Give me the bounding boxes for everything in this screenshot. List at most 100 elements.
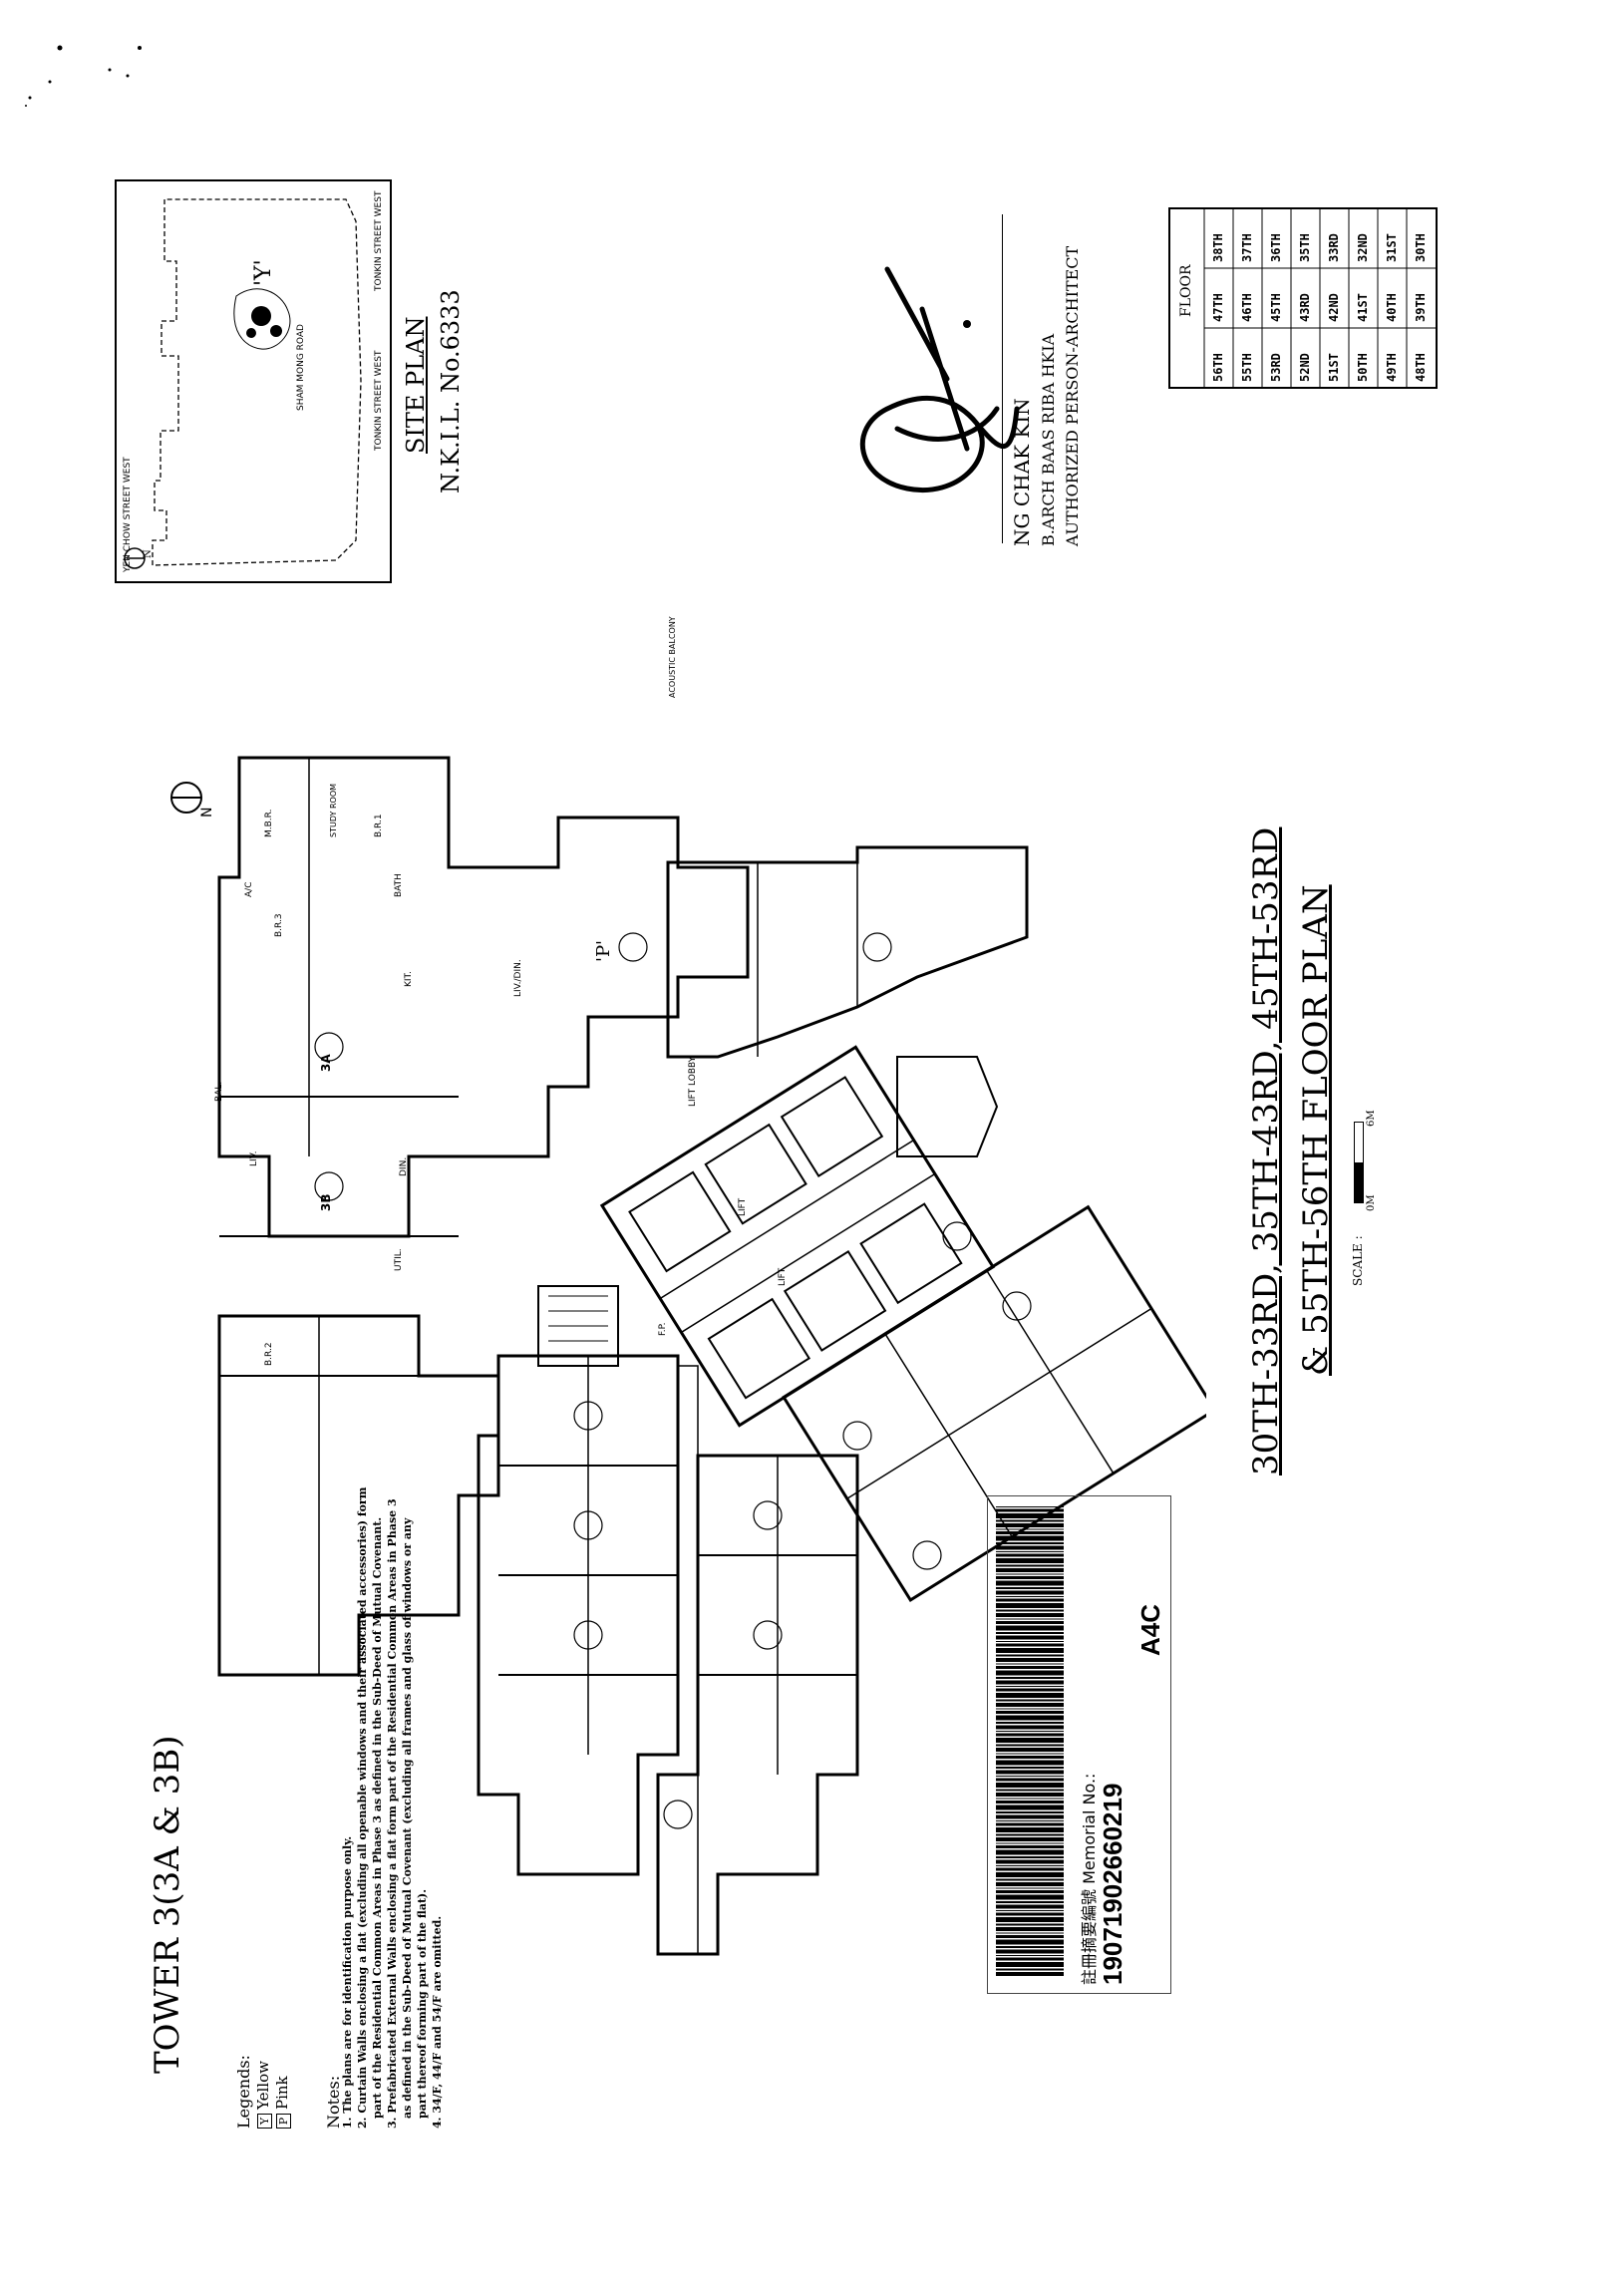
floor-cell: 30TH — [1414, 233, 1428, 262]
barcode-bar — [996, 1867, 1064, 1871]
barcode-bar — [996, 1865, 1064, 1866]
barcode-bar — [996, 1744, 1064, 1747]
barcode-bar — [996, 1793, 1064, 1797]
floor-cell: 41ST — [1356, 293, 1370, 322]
barcode-bar — [996, 1666, 1064, 1669]
note-line-1: 1. The plans are for identification purp… — [341, 1835, 354, 2129]
barcode-bar — [996, 1738, 1064, 1743]
floor-cell: 51ST — [1327, 353, 1341, 382]
scale-start: 0M — [1366, 1194, 1377, 1211]
legends-title: Legends: — [234, 2055, 253, 2129]
memorial-barcode-box: 註冊摘要編號 Memorial No.: 19071902660219 A4C — [987, 1495, 1171, 1994]
flat-p-marker: 'P' — [593, 939, 614, 962]
barcode-bar — [996, 1760, 1064, 1766]
barcode-bar — [996, 1901, 1064, 1903]
barcode-bar — [996, 1621, 1064, 1624]
architect-signature — [859, 266, 1020, 492]
floor-plan-drawing — [170, 756, 1206, 1956]
barcode-bar — [996, 1814, 1064, 1819]
barcode-bar — [996, 1822, 1064, 1826]
barcode-bar — [996, 1545, 1064, 1550]
barcode-bar — [996, 1731, 1064, 1732]
barcode-bar — [996, 1882, 1064, 1886]
barcode-bar — [996, 1725, 1064, 1730]
barcode-bar — [996, 1910, 1064, 1911]
floor-cell: 35TH — [1298, 233, 1312, 262]
barcode-bar — [996, 1872, 1064, 1877]
memorial-number: 19071902660219 — [1098, 1783, 1127, 1985]
barcode-bar — [996, 1663, 1064, 1665]
barcode-bar — [996, 1535, 1064, 1541]
architect-role: AUTHORIZED PERSON-ARCHITECT — [1063, 245, 1082, 546]
barcode — [996, 1506, 1064, 1976]
floor-cell: 43RD — [1298, 293, 1312, 322]
floor-cell: 50TH — [1356, 353, 1370, 382]
legend-key-pink: P — [276, 2114, 291, 2129]
barcode-bar — [996, 1513, 1064, 1518]
memorial-code: A4C — [1135, 1603, 1165, 1656]
scale-bar — [1354, 1122, 1364, 1203]
barcode-bar — [996, 1670, 1064, 1676]
barcode-bar — [996, 1680, 1064, 1685]
lift-label-2: LIFT — [778, 1267, 788, 1286]
barcode-bar — [996, 1859, 1064, 1864]
unit-label-3a: 3A — [319, 1054, 333, 1072]
barcode-bar — [996, 1703, 1064, 1707]
floor-cell: 52ND — [1298, 353, 1312, 382]
barcode-bar — [996, 1949, 1064, 1954]
legend-item-pink: PPink — [273, 2076, 291, 2129]
scale-end: 6M — [1366, 1110, 1377, 1127]
road-label-top-right: TONKIN STREET WEST — [374, 190, 384, 291]
legend-label-yellow: Yellow — [254, 2061, 272, 2110]
plan-north-label: N — [199, 807, 215, 818]
room-label-liv: LIV. — [249, 1150, 259, 1166]
note-line-4: 3. Prefabricated External Walls enclosin… — [386, 1498, 399, 2129]
unit-label-3b: 3B — [319, 1193, 333, 1212]
barcode-bar — [996, 1804, 1064, 1810]
legend-item-yellow: Y Yellow — [254, 2061, 272, 2129]
barcode-bar — [996, 1635, 1064, 1640]
floor-cell: 42ND — [1327, 293, 1341, 322]
room-label-bal: BAL. — [214, 1081, 224, 1102]
room-label-br1: B.R.1 — [374, 814, 384, 837]
barcode-bar — [996, 1558, 1064, 1563]
barcode-bar — [996, 1789, 1064, 1792]
room-label-din: DIN. — [399, 1156, 409, 1176]
barcode-bar — [996, 1770, 1064, 1775]
barcode-bar — [996, 1778, 1064, 1782]
barcode-bar — [996, 1957, 1064, 1961]
barcode-bar — [996, 1688, 1064, 1692]
architect-name: NG CHAK KIN — [1010, 398, 1034, 546]
barcode-bar — [996, 1972, 1064, 1976]
barcode-bar — [996, 1935, 1064, 1938]
road-label-top: TONKIN STREET WEST — [374, 350, 384, 451]
floor-cell: 49TH — [1385, 353, 1399, 382]
barcode-bar — [996, 1587, 1064, 1589]
site-north-label: N — [143, 549, 154, 558]
barcode-bar — [996, 1576, 1064, 1579]
signature-line — [1002, 214, 1003, 543]
barcode-bar — [996, 1887, 1064, 1889]
barcode-bar — [996, 1783, 1064, 1788]
note-line-6: part thereof forming part of the flat). — [416, 1888, 429, 2119]
room-label-br2: B.R.2 — [264, 1342, 274, 1366]
barcode-bar — [996, 1625, 1064, 1631]
floor-cell: 37TH — [1240, 233, 1254, 262]
barcode-bar — [996, 1654, 1064, 1657]
barcode-bar — [996, 1686, 1064, 1687]
barcode-bar — [996, 1699, 1064, 1702]
barcode-bar — [996, 1733, 1064, 1737]
barcode-bar — [996, 1748, 1064, 1752]
barcode-bar — [996, 1568, 1064, 1572]
barcode-bar — [996, 1519, 1064, 1522]
room-label-fp: F.P. — [658, 1322, 668, 1336]
floor-cell: 55TH — [1240, 353, 1254, 382]
legend-key-yellow: Y — [257, 2114, 272, 2129]
barcode-bar — [996, 1648, 1064, 1653]
barcode-bar — [996, 1946, 1064, 1948]
floor-cell: 39TH — [1414, 293, 1428, 322]
barcode-bar — [996, 1894, 1064, 1900]
room-label-kit: KIT. — [404, 971, 414, 987]
barcode-bar — [996, 1553, 1064, 1557]
barcode-bar — [996, 1756, 1064, 1759]
